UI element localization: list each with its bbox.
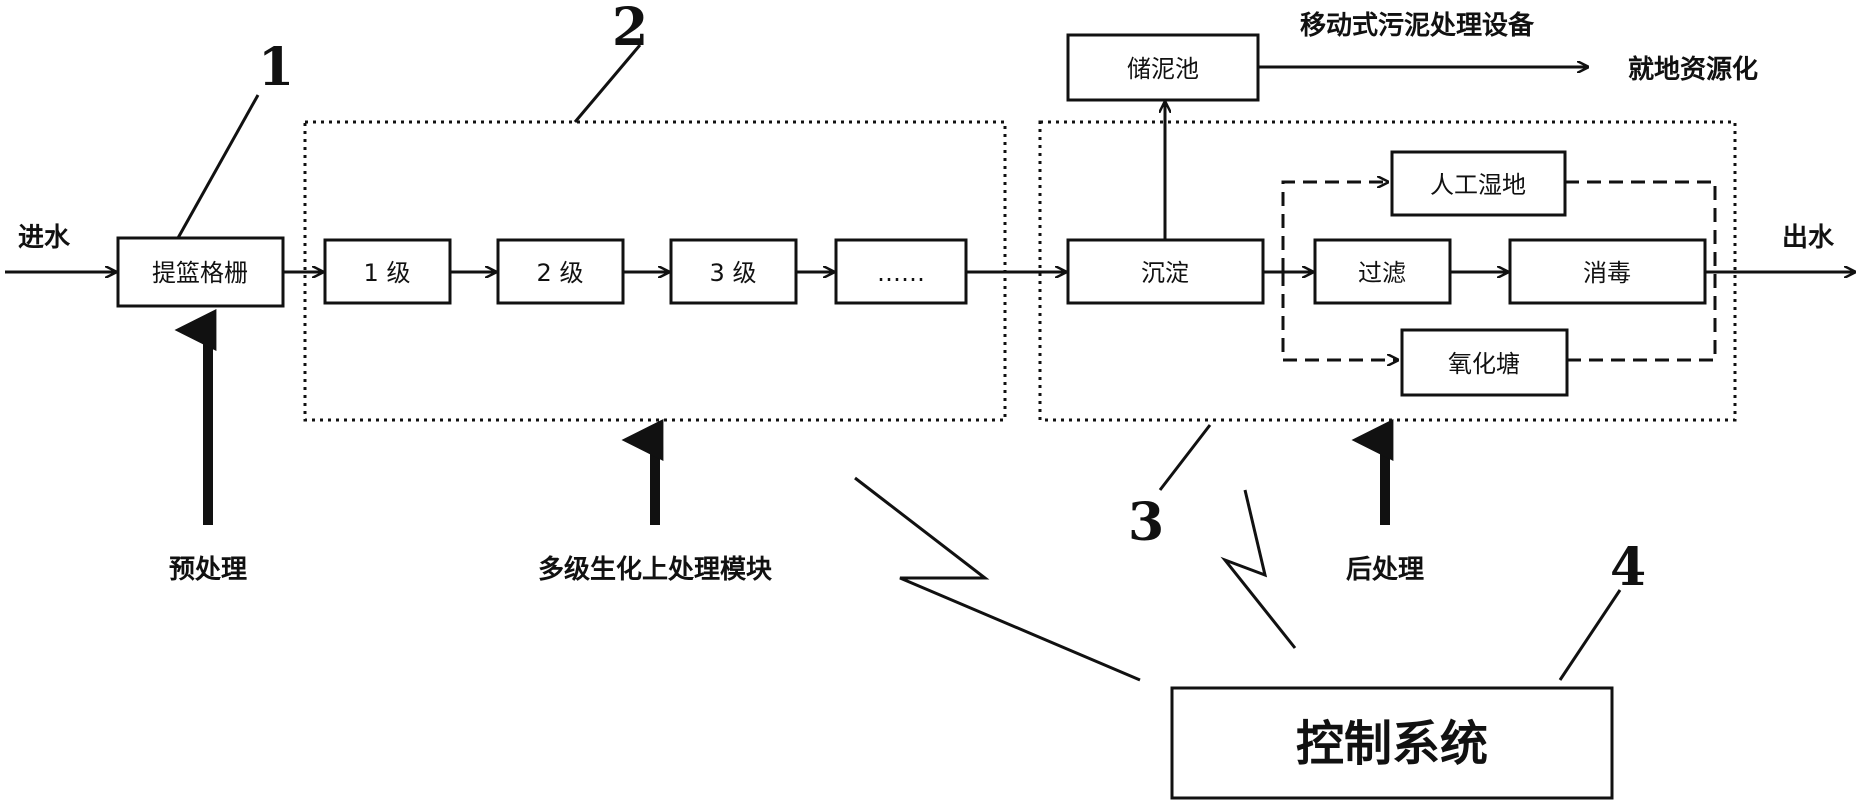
dashed-from-wetland	[1565, 180, 1717, 272]
callout-2: 2	[612, 0, 648, 58]
stage2-label: 2 级	[537, 259, 584, 287]
stage1-label: 1 级	[364, 259, 411, 287]
oxidation-pond-box	[1400, 328, 1569, 397]
control-system-box	[1170, 686, 1614, 800]
dashed-to-wetland	[1281, 182, 1388, 272]
multistage-label: 多级生化上处理模块	[538, 554, 772, 585]
callout-1-leader	[176, 94, 260, 239]
signal-left	[854, 476, 1141, 682]
callout-1: 1	[258, 37, 294, 98]
disinfect-label: 消毒	[1583, 259, 1631, 287]
callout-2-leader	[573, 44, 642, 123]
oxidation-pond-label: 氧化塘	[1448, 350, 1520, 378]
sediment-label: 沉淀	[1141, 259, 1189, 287]
stage-more-label: ……	[877, 259, 925, 287]
screen-box	[116, 236, 285, 308]
wetland-label: 人工湿地	[1430, 171, 1526, 199]
callout-4: 4	[1610, 537, 1646, 598]
mobile-sludge-label: 移动式污泥处理设备	[1300, 11, 1535, 41]
filter-label: 过滤	[1358, 259, 1406, 287]
stage2-box	[496, 238, 625, 305]
control-system-label: 控制系统	[1296, 716, 1488, 772]
post-treatment-label: 后处理	[1346, 555, 1424, 585]
callout-3-leader	[1158, 424, 1212, 491]
outlet-label: 出水	[1782, 223, 1835, 253]
pretreatment-label: 预处理	[169, 555, 247, 585]
disinfect-box	[1508, 238, 1707, 305]
wetland-box	[1390, 150, 1567, 217]
screen-label: 提篮格栅	[152, 259, 248, 287]
inlet-label: 进水	[18, 223, 71, 253]
sludge-tank-label: 储泥池	[1127, 55, 1199, 83]
local-resource-label: 就地资源化	[1628, 55, 1758, 85]
callout-4-leader	[1558, 589, 1622, 681]
sludge-tank-box	[1066, 33, 1260, 102]
dashed-from-oxidation	[1567, 272, 1717, 362]
callout-3: 3	[1128, 492, 1164, 553]
sediment-box	[1066, 238, 1265, 305]
stage3-label: 3 级	[710, 259, 757, 287]
filter-box	[1313, 238, 1452, 305]
signal-right	[1220, 489, 1297, 649]
stage3-box	[669, 238, 798, 305]
dashed-to-oxidation	[1281, 272, 1398, 360]
